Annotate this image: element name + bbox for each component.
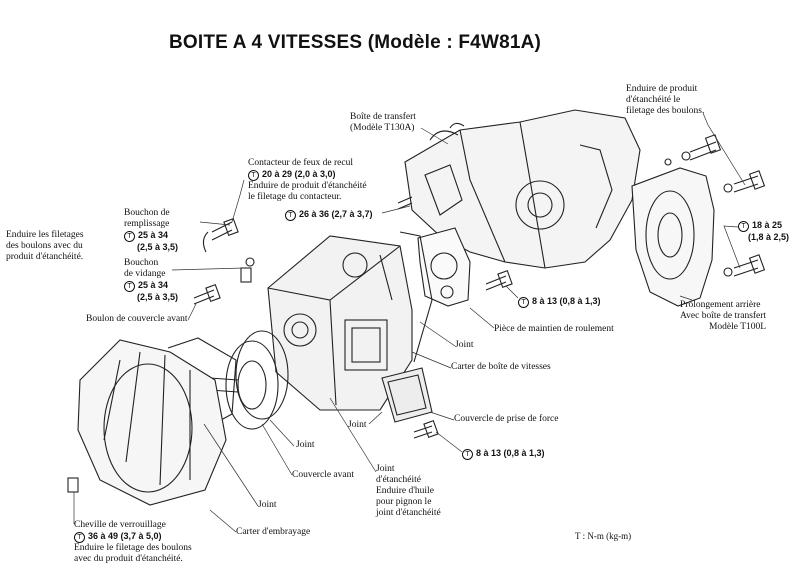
gearbox-case-drawing: [267, 235, 413, 411]
label-clutch-housing: Carter d'embrayage: [236, 527, 311, 537]
label-oil-seal: Joint d'étanchéité Enduire d'huile pour …: [376, 464, 441, 518]
label-front-cover: Couvercle avant: [292, 470, 354, 480]
gasket-drawing: [399, 231, 433, 363]
torque-icon: T: [462, 449, 473, 460]
small-parts: [67, 196, 513, 493]
bearing-retainer-drawing: [417, 227, 471, 307]
torque-icon: T: [124, 231, 135, 242]
label-joint-b: Joint: [348, 420, 367, 430]
rear-extension-drawing: [631, 167, 715, 307]
leader-lines: [73, 112, 746, 533]
torque-icon: T: [518, 297, 529, 308]
torque-icon: T: [738, 221, 749, 232]
torque-icon: T: [74, 532, 85, 543]
label-joint-d: Joint: [258, 500, 277, 510]
label-front-cover-bolt: Boulon de couvercle avant: [86, 314, 188, 324]
torque-icon: T: [285, 210, 296, 221]
label-joint-c: Joint: [296, 440, 315, 450]
label-joint-a: Joint: [455, 340, 474, 350]
clutch-housing-drawing: [77, 339, 227, 506]
label-bolt-threads-sealant: Enduire les filetages des boulons avec d…: [6, 230, 84, 262]
label-transfer-box: Boîte de transfert (Modèle T130A): [350, 112, 416, 133]
label-sealant-top: Enduire de produit d'étanchéité le filet…: [626, 84, 705, 116]
label-pto-cover: Couvercle de prise de force: [454, 414, 559, 424]
torque-icon: T: [248, 170, 259, 181]
unit-note: T : N-m (kg-m): [575, 531, 632, 541]
page-title: BOITE A 4 VITESSES (Modèle : F4W81A): [168, 32, 542, 53]
front-cover-drawing: [209, 330, 289, 430]
pto-cover-drawing: [381, 367, 433, 423]
torque-icon: T: [124, 281, 135, 292]
label-rear-extension: Prolongement arrière Avec boîte de trans…: [680, 300, 767, 332]
bolts-top-right: [664, 134, 766, 277]
joint-drawing: [167, 337, 237, 427]
transfer-case-drawing: [404, 109, 641, 269]
label-gearbox-case: Carter de boîte de vitesses: [451, 362, 551, 372]
label-bearing-retainer: Pièce de maintien de roulement: [494, 324, 614, 334]
